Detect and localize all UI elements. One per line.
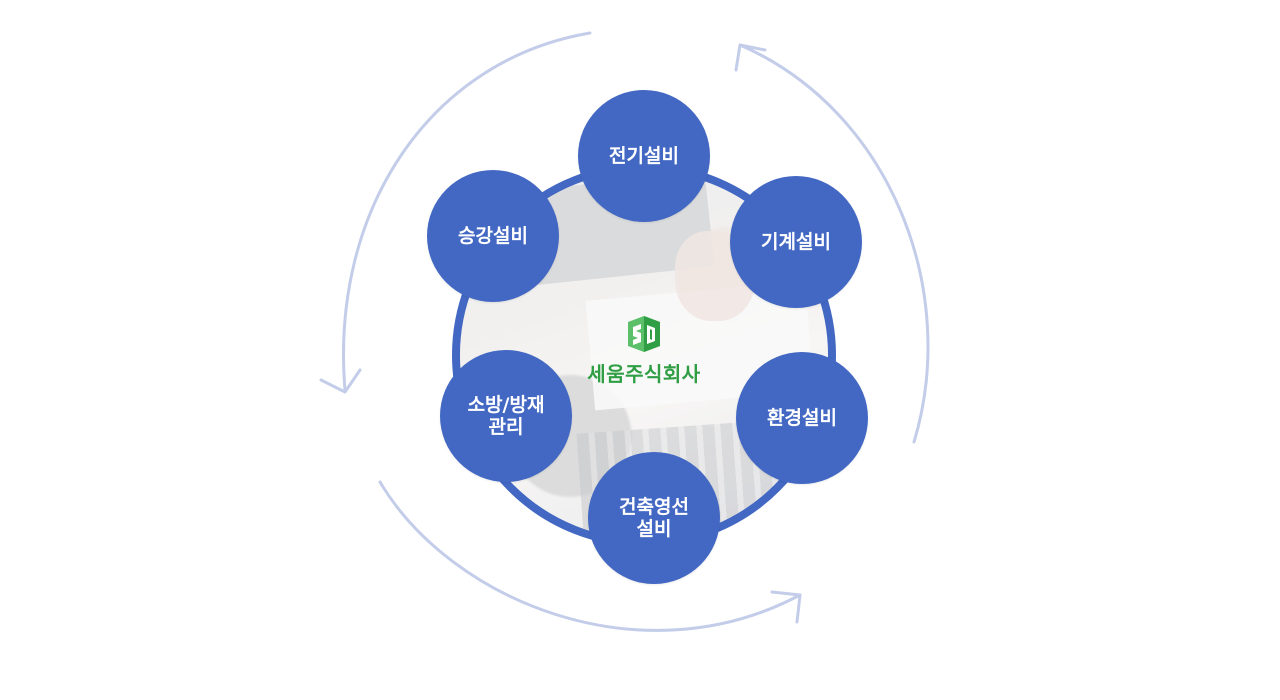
node-electrical[interactable]: 전기설비 xyxy=(578,90,710,222)
node-fire-label: 소방/방재 관리 xyxy=(467,394,545,438)
node-mechanical-label: 기계설비 xyxy=(761,231,831,253)
node-mechanical[interactable]: 기계설비 xyxy=(730,176,862,308)
node-elevator[interactable]: 승강설비 xyxy=(427,170,559,302)
arrow-top-right-head xyxy=(734,43,767,72)
node-building-label: 건축영선 설비 xyxy=(619,496,689,540)
node-fire[interactable]: 소방/방재 관리 xyxy=(440,350,572,482)
node-building[interactable]: 건축영선 설비 xyxy=(588,452,720,584)
node-environmental-label: 환경설비 xyxy=(767,407,837,429)
arrow-bottom-head xyxy=(770,590,802,624)
node-environmental[interactable]: 환경설비 xyxy=(736,352,868,484)
arrow-top-right xyxy=(738,43,930,444)
company-logo: 세움주식회사 xyxy=(460,171,828,539)
node-electrical-label: 전기설비 xyxy=(609,145,679,167)
arrow-top-left xyxy=(342,31,592,392)
company-name: 세움주식회사 xyxy=(587,361,701,386)
seum-logo-icon xyxy=(628,315,660,352)
arrow-top-left-head xyxy=(319,368,362,394)
node-elevator-label: 승강설비 xyxy=(458,225,528,247)
arrow-bottom xyxy=(378,480,802,632)
